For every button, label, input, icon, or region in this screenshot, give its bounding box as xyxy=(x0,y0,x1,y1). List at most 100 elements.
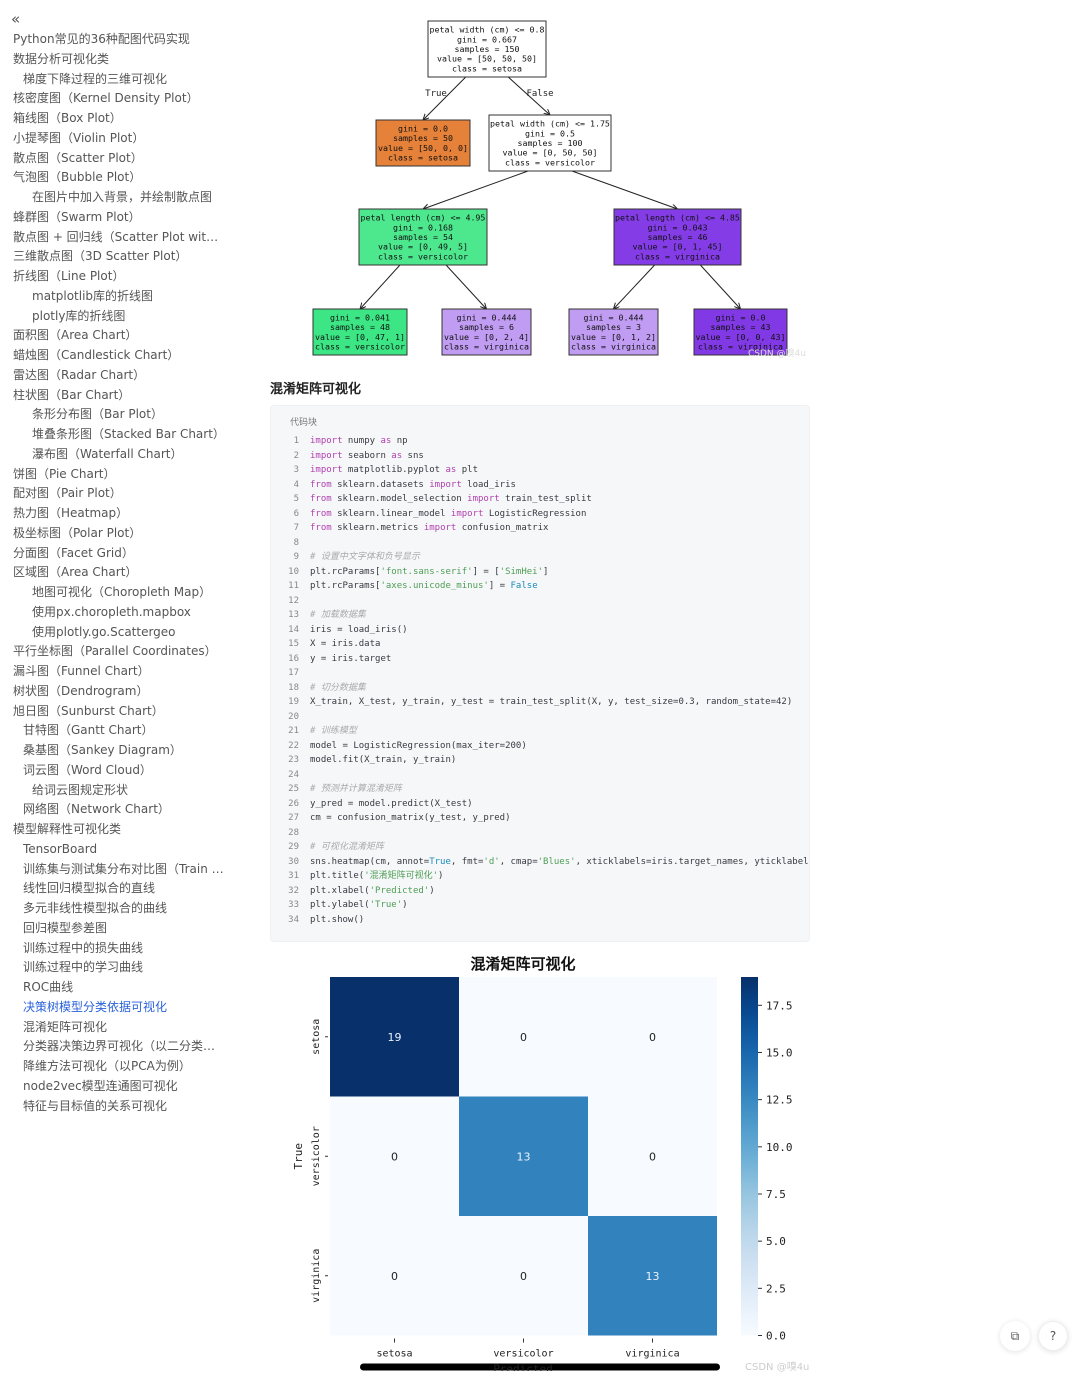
toc-item[interactable]: 热力图（Heatmap） xyxy=(13,506,129,520)
toc-item[interactable]: 气泡图（Bubble Plot） xyxy=(13,170,142,185)
line-number: 15 xyxy=(288,639,299,649)
tree-node-text: gini = 0.043 xyxy=(648,222,708,232)
tree-node-text: value = [0, 50, 50] xyxy=(503,148,598,158)
toc-item[interactable]: plotly库的折线图 xyxy=(32,308,126,323)
code-line: 9# 设置中文字体和负号显示 xyxy=(271,550,809,565)
tree-node xyxy=(488,114,612,172)
toc-item[interactable]: 决策树模型分类依据可视化 xyxy=(23,999,168,1014)
code-text: plt.rcParams['axes.unicode_minus'] = Fal… xyxy=(310,581,538,591)
toc-item[interactable]: 训练过程中的学习曲线 xyxy=(23,960,144,975)
toc-item[interactable]: 分面图（Facet Grid） xyxy=(13,545,134,560)
toc-item[interactable]: 三维散点图（3D Scatter Plot） xyxy=(13,249,188,264)
help-button[interactable]: ? xyxy=(1038,1321,1068,1351)
toc-item[interactable]: Python常见的36种配图代码实现 xyxy=(13,32,190,46)
toc-item[interactable]: 地图可视化（Choropleth Map） xyxy=(32,585,212,599)
tree-edge xyxy=(614,264,656,309)
toc-item[interactable]: 面积图（Area Chart） xyxy=(13,328,138,343)
toc-item[interactable]: 桑基图（Sankey Diagram） xyxy=(23,743,182,757)
line-number: 9 xyxy=(293,552,299,562)
toc-item[interactable]: 条形分布图（Bar Plot） xyxy=(32,407,163,422)
toc-item[interactable]: 箱线图（Box Plot） xyxy=(13,111,122,125)
copy-button[interactable]: ⧉ xyxy=(1000,1321,1030,1351)
tree-node-text: class = virginica xyxy=(635,251,720,261)
toc-item[interactable]: 小提琴图（Violin Plot） xyxy=(13,130,145,145)
toc-item[interactable]: 柱状图（Bar Chart） xyxy=(13,387,131,402)
toc-item[interactable]: 堆叠条形图（Stacked Bar Chart） xyxy=(32,427,225,441)
toc-item[interactable]: 配对图（Pair Plot） xyxy=(13,486,122,501)
toc-item[interactable]: 甘特图（Gantt Chart） xyxy=(23,723,154,738)
line-number: 22 xyxy=(288,740,299,751)
toc-item[interactable]: 给词云图规定形状 xyxy=(32,782,129,797)
toc-item[interactable]: 区域图（Area Chart） xyxy=(13,565,138,580)
code-line: 29# 可视化混淆矩阵 xyxy=(271,840,809,855)
code-text: y = iris.target xyxy=(310,653,392,664)
tree-node-text: samples = 54 xyxy=(393,232,453,242)
colorbar-tick-label: 17.5 xyxy=(766,999,793,1012)
toc-item[interactable]: 旭日图（Sunburst Chart） xyxy=(13,703,164,718)
toc-item[interactable]: 网络图（Network Chart） xyxy=(23,802,170,817)
toc-item[interactable]: 核密度图（Kernel Density Plot） xyxy=(13,91,199,106)
toc-item[interactable]: 分类器决策边界可视化（以二分类的... xyxy=(23,1039,225,1054)
toc-item[interactable]: 饼图（Pie Chart） xyxy=(13,466,116,481)
toc-item[interactable]: 使用px.choropleth.mapbox xyxy=(32,604,191,619)
toc-item[interactable]: matplotlib库的折线图 xyxy=(32,288,154,303)
code-text: plt.ylabel('True') xyxy=(310,900,408,910)
toc-item[interactable]: 树状图（Dendrogram） xyxy=(13,683,149,698)
code-line: 8 xyxy=(271,536,809,551)
collapse-sidebar-button[interactable]: « xyxy=(11,10,21,28)
toc-item[interactable]: 折线图（Line Plot） xyxy=(13,269,125,283)
toc-item[interactable]: 瀑布图（Waterfall Chart） xyxy=(32,446,183,461)
tree-watermark: CSDN @嗅4u xyxy=(748,347,806,359)
toc-item[interactable]: 散点图 + 回归线（Scatter Plot with Regression L… xyxy=(13,229,225,244)
toc-item[interactable]: 训练过程中的损失曲线 xyxy=(23,940,144,955)
colorbar xyxy=(741,977,758,1336)
tree-node-text: value = [50, 50, 50] xyxy=(437,54,537,64)
toc-item[interactable]: 多元非线性模型拟合的曲线 xyxy=(23,901,168,915)
tree-node-text: samples = 6 xyxy=(459,322,514,332)
heatmap-cell xyxy=(588,1216,717,1336)
toc-item[interactable]: 漏斗图（Funnel Chart） xyxy=(13,664,150,678)
toc-item[interactable]: 梯度下降过程的三维可视化 xyxy=(23,71,168,86)
toc-item[interactable]: 数据分析可视化类 xyxy=(13,51,110,66)
toc-item[interactable]: 混淆矩阵可视化 xyxy=(23,1019,108,1034)
code-text: from sklearn.metrics import confusion_ma… xyxy=(310,523,549,533)
toc-item[interactable]: node2vec模型连通图可视化 xyxy=(23,1078,178,1093)
code-line: 25# 预测并计算混淆矩阵 xyxy=(271,782,809,797)
edge-label-false: False xyxy=(526,89,553,99)
colorbar-tick-label: 7.5 xyxy=(766,1188,786,1201)
tree-node-text: class = virginica xyxy=(444,342,529,352)
toc-item[interactable]: TensorBoard xyxy=(23,841,98,856)
toc-item[interactable]: 蜡烛图（Candlestick Chart） xyxy=(13,348,180,362)
line-number: 12 xyxy=(288,595,299,606)
toc-item[interactable]: 降维方法可视化（以PCA为例） xyxy=(23,1059,191,1073)
toc-item[interactable]: 模型解释性可视化类 xyxy=(13,822,122,836)
toc-item[interactable]: 使用plotly.go.Scattergeo xyxy=(32,624,176,639)
tree-node-text: gini = 0.041 xyxy=(330,312,390,322)
toc-item[interactable]: 极坐标图（Polar Plot） xyxy=(13,525,142,540)
toc-item[interactable]: 特征与目标值的关系可视化 xyxy=(23,1098,168,1113)
colorbar-tick-label: 0.0 xyxy=(766,1330,786,1343)
tree-node-text: samples = 46 xyxy=(648,232,708,242)
toc-item[interactable]: ROC曲线 xyxy=(23,980,74,994)
toc-item[interactable]: 散点图（Scatter Plot） xyxy=(13,150,143,165)
toc-item[interactable]: 训练集与测试集分布对比图（Train vs Test Distribution） xyxy=(23,861,225,876)
toc-item[interactable]: 蜂群图（Swarm Plot） xyxy=(13,209,141,224)
toc-item[interactable]: 线性回归模型拟合的直线 xyxy=(23,881,156,896)
code-line: 12 xyxy=(271,594,809,609)
line-number: 21 xyxy=(288,726,299,736)
code-text: model.fit(X_train, y_train) xyxy=(310,755,457,765)
toc-item[interactable]: 词云图（Word Cloud） xyxy=(23,762,152,777)
code-line: 17 xyxy=(271,666,809,681)
heatmap-cell xyxy=(330,1216,459,1336)
toc-item[interactable]: 平行坐标图（Parallel Coordinates） xyxy=(13,644,217,659)
toc-item[interactable]: 在图片中加入背景，并绘制散点图 xyxy=(32,190,213,204)
toc-item[interactable]: 雷达图（Radar Chart） xyxy=(13,367,146,382)
line-number: 4 xyxy=(293,479,299,490)
toc-item[interactable]: 回归模型参差图 xyxy=(23,920,108,935)
x-tick-label: versicolor xyxy=(493,1349,553,1360)
